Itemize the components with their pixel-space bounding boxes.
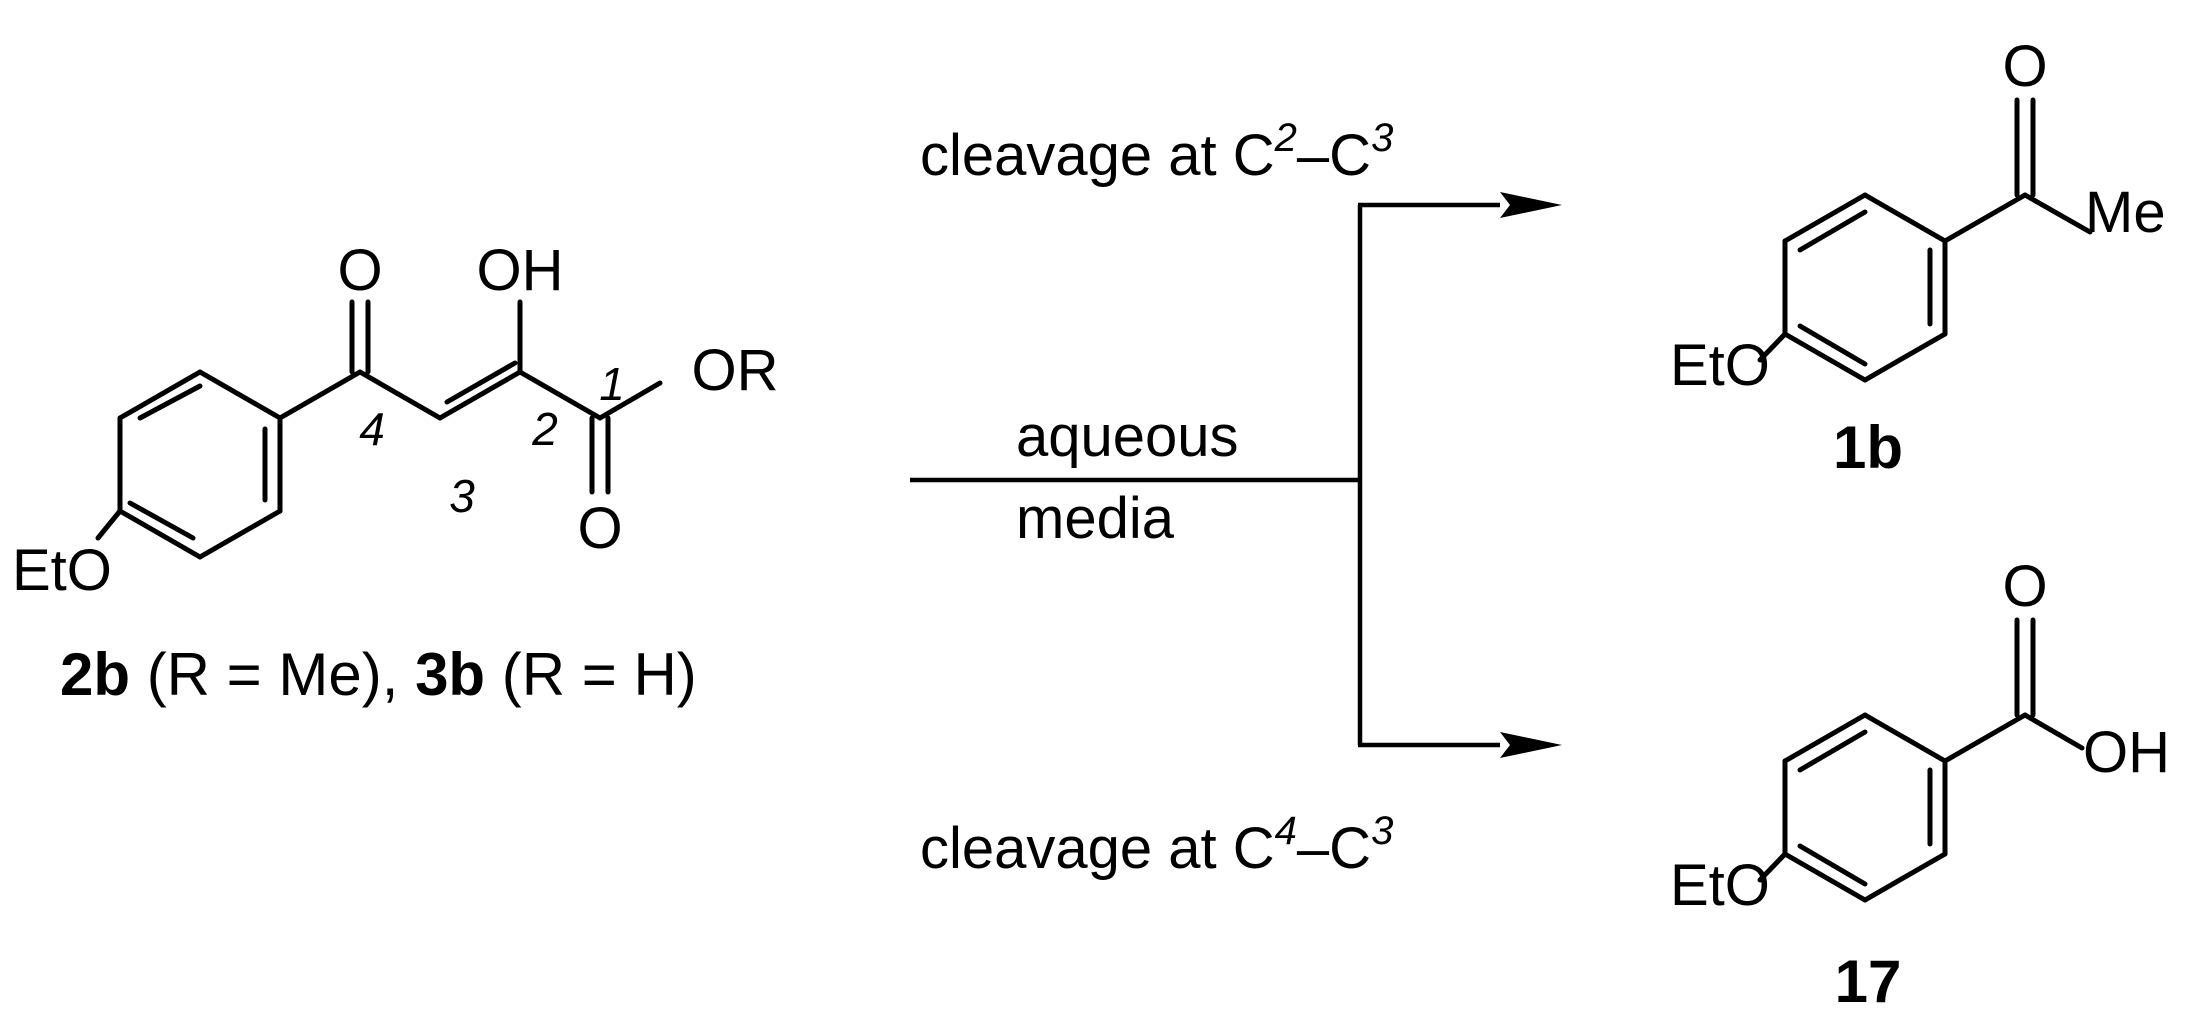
lower-cleavage-label: cleavage at C4–C3: [920, 809, 1393, 881]
reaction-arrows: [910, 192, 1562, 758]
sm-ester-or: OR: [692, 338, 779, 403]
sm-locant-c2: 2: [531, 403, 558, 455]
p17-hydroxyl: OH: [2083, 720, 2170, 785]
upper-cleavage-sup-a: 2: [1274, 116, 1297, 160]
sm-ketone-oxygen: O: [337, 238, 382, 303]
product-1b-structure: O Me EtO: [1670, 34, 2166, 398]
starting-material-structure: O OH OR O EtO 4 3 2 1: [12, 238, 779, 603]
upper-cleavage-label: cleavage at C2–C3: [920, 116, 1393, 188]
label-2b: 2b: [60, 641, 130, 708]
upper-arrowhead: [1500, 192, 1562, 218]
condition-media: media: [1016, 486, 1175, 551]
p1b-ethoxy-group: EtO: [1670, 333, 1770, 398]
sm-locant-c4: 4: [359, 403, 385, 455]
p17-carbonyl-oxygen: O: [2002, 554, 2047, 619]
sm-compound-label: 2b (R = Me), 3b (R = H): [60, 641, 697, 708]
upper-cleavage-sup-b: 3: [1371, 116, 1393, 160]
label-2b-desc: (R = Me),: [130, 641, 415, 708]
lower-cleavage-sup-b: 3: [1371, 809, 1393, 853]
sm-locant-c3: 3: [449, 470, 475, 522]
p17-compound-label: 17: [1835, 948, 1902, 1015]
sm-enol-hydroxyl: OH: [477, 238, 564, 303]
sm-locant-c1: 1: [599, 358, 625, 410]
upper-cleavage-prefix: cleavage at C: [920, 123, 1275, 188]
p17-ethoxy-group: EtO: [1670, 853, 1770, 918]
sm-ester-carbonyl-oxygen: O: [577, 496, 622, 561]
label-3b: 3b: [415, 641, 485, 708]
lower-arrowhead: [1500, 732, 1562, 758]
p1b-compound-label: 1b: [1833, 414, 1903, 481]
label-3b-desc: (R = H): [485, 641, 697, 708]
p1b-benzene-ring: [1782, 192, 1948, 383]
sm-ethoxy-group: EtO: [12, 538, 112, 603]
lower-cleavage-sup-a: 4: [1275, 809, 1297, 853]
product-17-structure: O OH EtO: [1670, 554, 2170, 918]
lower-cleavage-mid: –C: [1297, 816, 1371, 881]
p17-benzene-ring: [1782, 712, 1948, 903]
p1b-methyl: Me: [2085, 180, 2166, 245]
sm-benzene-ring: [117, 369, 283, 560]
lower-cleavage-prefix: cleavage at C: [920, 816, 1275, 881]
upper-cleavage-mid: –C: [1297, 123, 1371, 188]
condition-aqueous: aqueous: [1016, 404, 1239, 469]
p1b-carbonyl-oxygen: O: [2002, 34, 2047, 99]
